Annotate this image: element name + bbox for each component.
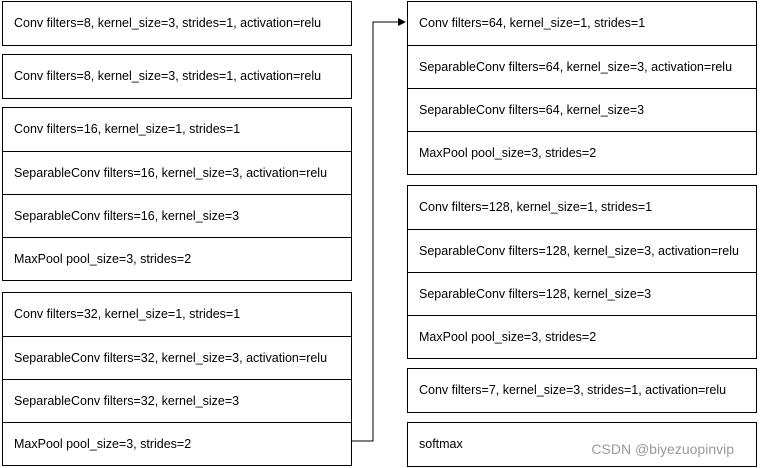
block-6: Conv filters=128, kernel_size=1, strides… — [407, 185, 757, 359]
block-5: Conv filters=64, kernel_size=1, strides=… — [407, 1, 757, 175]
connector-arrow — [352, 18, 406, 442]
layer-conv: Conv filters=7, kernel_size=3, strides=1… — [419, 383, 727, 397]
layer-conv: Conv filters=8, kernel_size=3, strides=1… — [14, 16, 322, 30]
layer-conv: Conv filters=32, kernel_size=1, strides=… — [14, 307, 241, 321]
layer-conv: Conv filters=16, kernel_size=1, strides=… — [14, 122, 241, 136]
watermark: CSDN @biyezuopinvip — [591, 441, 734, 457]
block-1: Conv filters=8, kernel_size=3, strides=1… — [2, 1, 352, 46]
layer-conv: Conv filters=64, kernel_size=1, strides=… — [419, 16, 646, 30]
layer-maxpool: MaxPool pool_size=3, strides=2 — [3, 237, 351, 280]
block-8: softmax — [407, 422, 757, 467]
block-4: Conv filters=32, kernel_size=1, strides=… — [2, 292, 352, 466]
layer-separable-conv: SeparableConv filters=128, kernel_size=3 — [408, 272, 756, 315]
layer-maxpool: MaxPool pool_size=3, strides=2 — [3, 422, 351, 465]
layer-separable-conv: SeparableConv filters=64, kernel_size=3,… — [408, 45, 756, 88]
block-7: Conv filters=7, kernel_size=3, strides=1… — [407, 368, 757, 413]
layer-conv: Conv filters=8, kernel_size=3, strides=1… — [14, 69, 322, 83]
layer-conv: Conv filters=128, kernel_size=1, strides… — [419, 200, 653, 214]
layer-separable-conv: SeparableConv filters=16, kernel_size=3 — [3, 194, 351, 237]
layer-separable-conv: SeparableConv filters=64, kernel_size=3 — [408, 88, 756, 131]
layer-softmax: softmax — [419, 437, 463, 451]
layer-separable-conv: SeparableConv filters=128, kernel_size=3… — [408, 229, 756, 272]
layer-separable-conv: SeparableConv filters=32, kernel_size=3,… — [3, 336, 351, 379]
layer-maxpool: MaxPool pool_size=3, strides=2 — [408, 131, 756, 174]
layer-separable-conv: SeparableConv filters=16, kernel_size=3,… — [3, 151, 351, 194]
block-2: Conv filters=8, kernel_size=3, strides=1… — [2, 54, 352, 99]
layer-separable-conv: SeparableConv filters=32, kernel_size=3 — [3, 379, 351, 422]
layer-maxpool: MaxPool pool_size=3, strides=2 — [408, 315, 756, 358]
block-3: Conv filters=16, kernel_size=1, strides=… — [2, 107, 352, 281]
